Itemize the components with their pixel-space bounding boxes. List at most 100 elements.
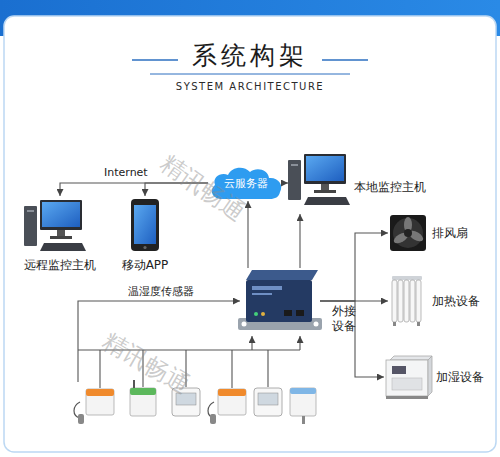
remote-computer-icon (27, 210, 34, 212)
humidifier-icon (390, 356, 432, 360)
local-computer-icon (291, 164, 298, 166)
diagram-title: 系统构架 (0, 41, 500, 71)
remote-computer-icon (24, 200, 86, 251)
group-label: 外接设备 (332, 304, 360, 334)
heater: 加热设备 (388, 275, 488, 327)
sensor-bus (231, 350, 232, 388)
connector-arrow (320, 233, 388, 301)
remote-computer-icon (57, 230, 65, 236)
remote-computer-icon (50, 236, 72, 239)
node-label: 加热设备 (432, 294, 488, 309)
heater-icon (417, 322, 420, 326)
sensor-icons (86, 389, 114, 415)
remote-computer-icon (40, 243, 86, 251)
local-computer-icon (314, 190, 336, 193)
sensor-bus (251, 336, 252, 350)
sensor-icons (258, 393, 278, 405)
sensor-icons (130, 388, 156, 395)
local-computer-icon (321, 184, 329, 190)
remote-computer-icon (42, 202, 80, 227)
sensor-bus (299, 336, 300, 350)
connector-arrow (299, 214, 300, 268)
node-label: 加湿设备 (436, 370, 494, 385)
humidifier-icon (392, 378, 422, 390)
sensor-group (70, 382, 325, 427)
sensor-icons (218, 389, 246, 396)
heater-icon (392, 276, 422, 326)
sensor-icons (86, 389, 114, 396)
sensor-icons (78, 414, 84, 424)
humidifier-icon (386, 356, 432, 399)
sensor-icons (290, 388, 316, 394)
sensor-icons (254, 388, 282, 416)
exhaust-fan-icon (404, 229, 412, 237)
heater-icon (392, 280, 397, 322)
mobile-phone-icon (131, 199, 159, 251)
remote-computer-icon (40, 200, 82, 230)
gateway-device-icon (284, 310, 292, 316)
humidifier-icon (386, 360, 428, 396)
node-label: 排风扇 (432, 226, 478, 241)
local-computer-icon (288, 154, 350, 205)
gateway-device-icon (242, 322, 247, 327)
gateway-device-icon (314, 322, 319, 327)
sensor-icons (74, 380, 316, 424)
local-computer-icon (304, 154, 346, 184)
connector-arrow (284, 182, 288, 183)
humidifier-icon (386, 396, 428, 399)
remote-monitor-host: 远程监控主机 (10, 196, 110, 278)
gateway-device (240, 268, 320, 334)
banner (132, 59, 178, 61)
mobile-phone-icon (134, 205, 156, 244)
node-label: 远程监控主机 (10, 258, 110, 273)
sensor-icons (290, 388, 316, 416)
edge-label: Internet (104, 166, 148, 180)
humidifier-icon (428, 356, 432, 396)
exhaust-fan-icon (390, 215, 426, 251)
heater-icon (392, 276, 422, 280)
humidifier-icon (392, 366, 406, 374)
heater-icon (410, 280, 415, 322)
mobile-phone-icon (131, 199, 159, 251)
heater-icon (398, 280, 403, 322)
gateway-device-icon (261, 312, 265, 316)
remote-computer-icon (24, 206, 37, 246)
gateway-device-icon (238, 270, 322, 330)
local-computer-icon (304, 197, 350, 205)
gateway-device-icon (252, 293, 272, 295)
sensor-icons (210, 414, 216, 424)
node-label: 移动APP (105, 258, 185, 273)
local-computer-icon (288, 160, 301, 200)
heater-icon (393, 322, 396, 326)
sensor-bus (99, 350, 100, 388)
heater-icon (404, 280, 409, 322)
subtitle: SYSTEM ARCHITECTURE (0, 80, 500, 93)
connector-arrow (320, 301, 384, 377)
connector-arrow (320, 300, 388, 301)
sensor-icons (302, 416, 305, 424)
node-label: 本地监控主机 (354, 180, 434, 195)
gateway-device-icon (252, 286, 282, 290)
mobile-phone-icon (143, 246, 146, 249)
exhaust-fan-icon (390, 215, 426, 251)
sensor-icons (218, 389, 246, 415)
local-computer-icon (306, 156, 344, 181)
gateway-device-icon (254, 312, 258, 316)
local-monitor-host: 本地监控主机 (288, 150, 430, 214)
banner (322, 59, 368, 61)
sensor-icons (130, 388, 156, 416)
exhaust-fan: 排风扇 (388, 213, 478, 253)
mobile-app: 移动APP (115, 196, 175, 276)
humidifier: 加湿设备 (384, 354, 494, 400)
sensor-icons (133, 380, 135, 388)
edge-label: 温湿度传感器 (128, 285, 194, 299)
gateway-device-icon (246, 270, 318, 280)
sensor-bus (267, 350, 268, 387)
heater-icon (416, 280, 421, 322)
gateway-device-icon (246, 280, 312, 322)
banner (150, 74, 350, 75)
gateway-device-icon (296, 310, 304, 316)
